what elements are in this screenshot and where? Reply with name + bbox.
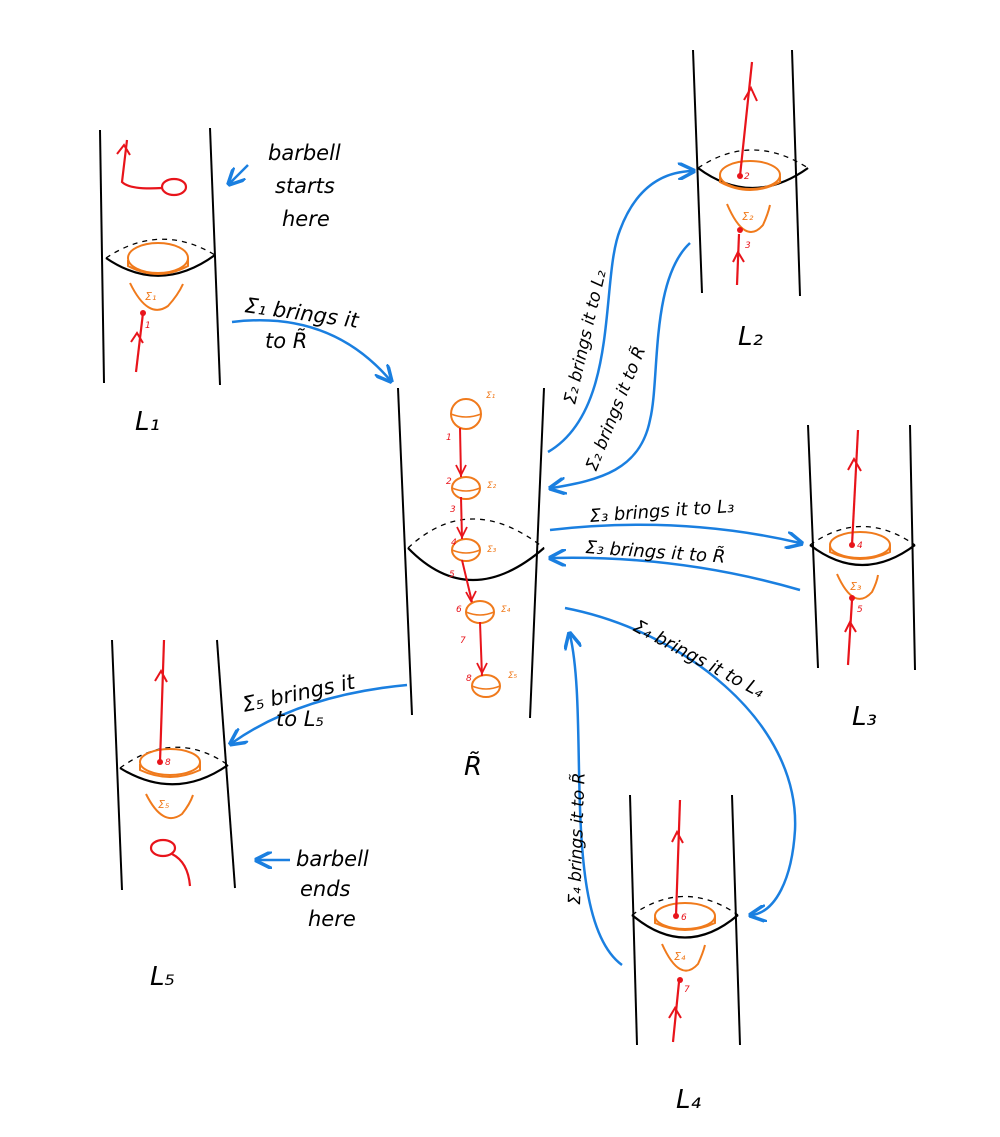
caption-s4-to-R: Σ₄ brings it to R̃ (564, 772, 590, 905)
panel-L1: Σ₁ 1 (99, 127, 221, 386)
svg-text:8: 8 (165, 758, 171, 768)
label-L2: L₂ (738, 322, 763, 352)
svg-text:Σ₅: Σ₅ (158, 798, 169, 811)
svg-text:Σ₃: Σ₃ (487, 545, 497, 555)
svg-text:to R̃: to R̃ (265, 328, 307, 353)
svg-text:Σ₂: Σ₂ (487, 481, 497, 491)
svg-text:3: 3 (745, 241, 751, 251)
start-pointer-arrow (230, 164, 249, 183)
svg-text:4: 4 (857, 541, 863, 551)
note-start: barbell starts here (268, 141, 341, 231)
svg-text:4: 4 (451, 538, 457, 548)
arrow-s3-to-L3 (549, 523, 800, 543)
caption-s2-to-R: Σ₂ brings it to R̃ (581, 343, 650, 474)
sphere-sigma2: Σ₂ (451, 476, 497, 500)
sphere-sigma5: Σ₅ (471, 671, 518, 698)
sphere-sigma4: Σ₄ (465, 600, 511, 624)
barbell-end (149, 838, 192, 887)
svg-text:2: 2 (446, 477, 452, 487)
svg-text:7: 7 (684, 985, 690, 995)
panel-L3: Σ₃ 5 4 (807, 424, 916, 671)
captions: Σ₁ brings it to R̃ Σ₂ brings it to L₂ Σ₂… (240, 268, 768, 905)
caption-s3-to-L3: Σ₃ brings it to L₃ (589, 496, 735, 527)
caption-s4-to-L4: Σ₄ brings it to L₄ (630, 616, 768, 703)
svg-text:Σ₄: Σ₄ (674, 950, 686, 963)
svg-text:Σ₃: Σ₃ (850, 580, 862, 593)
svg-text:to L₅: to L₅ (276, 707, 324, 731)
label-L5: L₅ (150, 962, 175, 992)
sphere-sigma3: Σ₃ (451, 538, 497, 562)
arrow-s5-to-L5 (232, 683, 408, 743)
panel-L4: Σ₄ 7 6 (629, 794, 741, 1046)
label-L3: L₃ (852, 702, 877, 732)
arrow-s3-to-R (552, 558, 801, 592)
label-L4: L₄ (676, 1085, 701, 1115)
point-1: 1 (145, 321, 151, 331)
svg-text:barbell: barbell (268, 141, 341, 165)
label-R: R̃ (464, 750, 482, 782)
svg-text:Σ₁: Σ₁ (486, 391, 496, 401)
panel-L2: Σ₂ 3 2 (692, 49, 809, 297)
sigma1-surface-L1: Σ₁ (127, 242, 189, 311)
sigma1-label-L1: Σ₁ (145, 290, 156, 303)
panel-R: Σ₁ Σ₂ Σ₃ Σ₄ Σ₅ 1 2 (397, 387, 545, 719)
svg-text:8: 8 (466, 674, 472, 684)
svg-text:ends: ends (300, 877, 351, 901)
caption-s5-to-L5: Σ₅ brings it to L₅ (240, 669, 358, 731)
panel-L5: Σ₅ 8 (111, 639, 236, 891)
svg-text:2: 2 (744, 172, 750, 182)
arrow-s2-to-L2 (547, 171, 692, 454)
svg-text:here: here (308, 907, 356, 931)
svg-text:here: here (282, 207, 330, 231)
svg-text:Σ₁ brings it: Σ₁ brings it (243, 293, 360, 333)
arrow-s4-to-L4 (564, 606, 797, 915)
caption-s2-to-L2: Σ₂ brings it to L₂ (560, 268, 610, 406)
arrow-s2-to-R (552, 242, 691, 488)
svg-text:barbell: barbell (296, 847, 369, 871)
svg-text:5: 5 (857, 605, 863, 615)
caption-s1-to-R: Σ₁ brings it to R̃ (243, 293, 360, 353)
svg-text:7: 7 (460, 636, 466, 646)
svg-text:6: 6 (456, 605, 462, 615)
barbell-start (116, 139, 188, 197)
svg-text:6: 6 (681, 913, 687, 923)
svg-text:3: 3 (450, 505, 456, 515)
svg-text:Σ₄: Σ₄ (501, 605, 511, 615)
sphere-sigma1: Σ₁ (450, 391, 496, 430)
svg-text:Σ₂: Σ₂ (742, 210, 754, 223)
arrow-s1-to-R (231, 318, 390, 380)
svg-text:1: 1 (446, 433, 452, 443)
arrow-s4-to-R (570, 635, 623, 967)
svg-text:5: 5 (449, 570, 455, 580)
svg-text:starts: starts (275, 174, 335, 198)
label-L1: L₁ (135, 407, 160, 437)
arrows (231, 171, 801, 967)
path-L1: 1 (130, 310, 151, 373)
note-end: barbell ends here (296, 847, 369, 931)
svg-text:Σ₅: Σ₅ (508, 671, 518, 681)
